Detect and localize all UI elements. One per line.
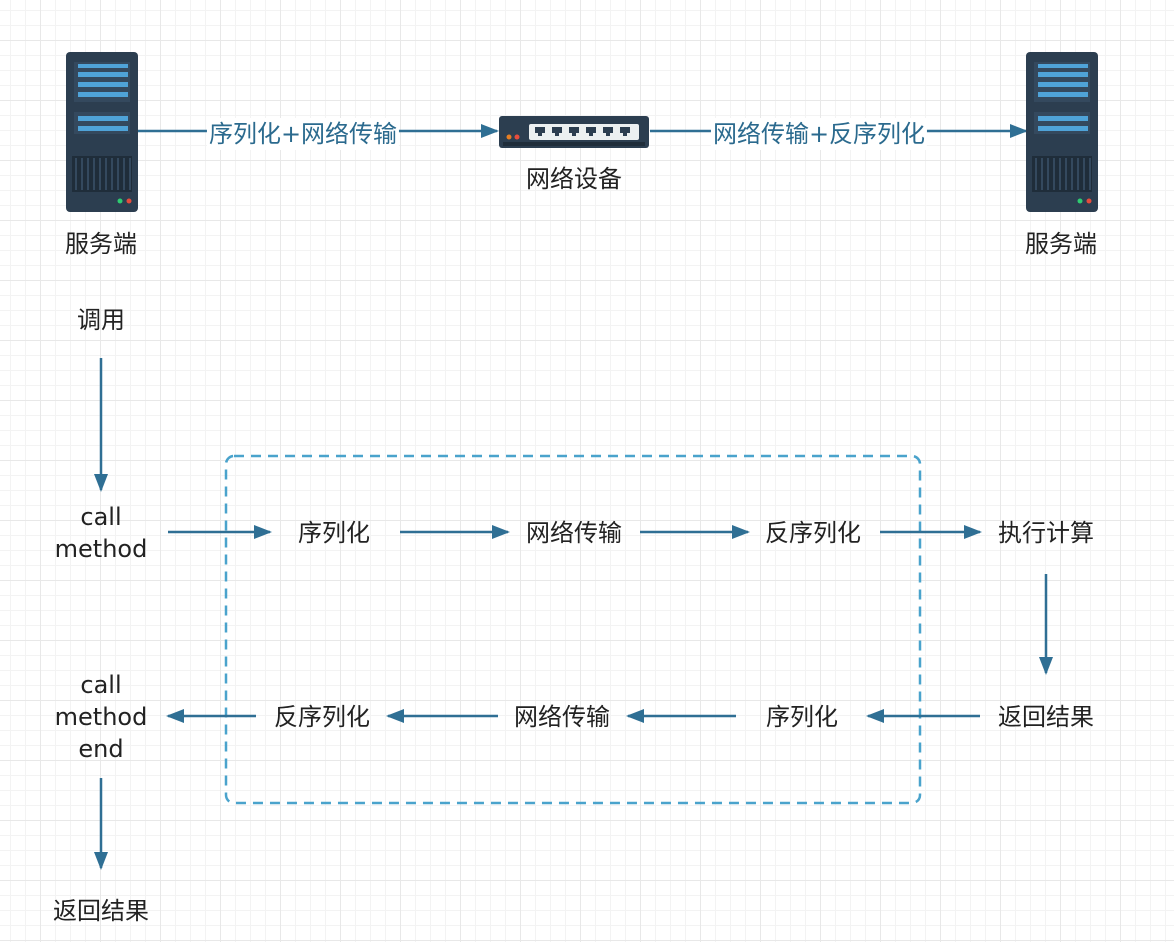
final-return-label: 返回结果 (53, 897, 149, 925)
backward-deserialize-label: 反序列化 (274, 703, 370, 731)
call-method-end-line: call (80, 671, 122, 699)
execute-label: 执行计算 (998, 519, 1094, 547)
backward-transfer-label: 网络传输 (514, 703, 610, 731)
forward-deserialize-label: 反序列化 (765, 519, 861, 547)
forward-serialize-label: 序列化 (298, 519, 370, 547)
left-server-label: 服务端 (65, 230, 137, 258)
server-icon (66, 52, 138, 212)
flow-arrows (94, 358, 1053, 870)
forward-transfer-label: 网络传输 (526, 519, 622, 547)
call-method-line: call (80, 503, 122, 531)
backward-serialize-label: 序列化 (766, 703, 838, 731)
call-method-label: call method (55, 501, 148, 565)
call-method-end-label: call method end (55, 669, 148, 765)
right-server-label: 服务端 (1025, 230, 1097, 258)
call-method-end-line: end (78, 735, 124, 763)
call-method-end-line: method (54, 703, 148, 731)
dashed-process-box (224, 454, 922, 805)
link-right-label: 网络传输+反序列化 (710, 118, 928, 150)
return-result-label: 返回结果 (998, 703, 1094, 731)
server-icon (1026, 52, 1098, 212)
call-method-line: method (54, 535, 148, 563)
invoke-label: 调用 (77, 306, 125, 334)
network-switch-icon (499, 116, 649, 148)
network-device-label: 网络设备 (526, 165, 622, 193)
link-left-label: 序列化+网络传输 (206, 118, 400, 150)
